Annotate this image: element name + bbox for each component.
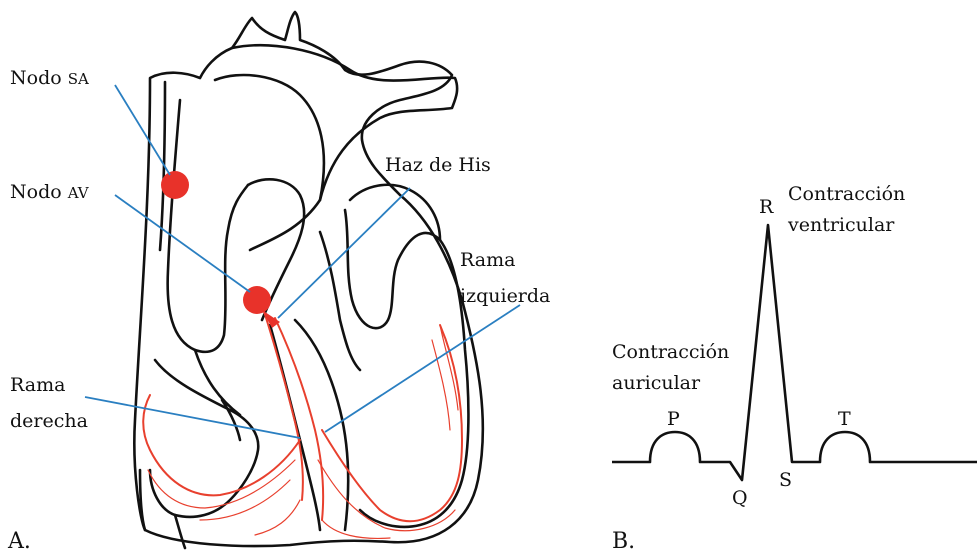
- label-rama-izquierda-1: Rama: [460, 249, 515, 271]
- label-wave-t: T: [838, 408, 851, 430]
- right-branch-network: [143, 395, 300, 495]
- label-contraccion-auricular-1: Contracción: [612, 341, 729, 363]
- right-branch-network-2: [148, 460, 295, 508]
- label-wave-r: R: [759, 196, 774, 218]
- label-rama-derecha-1: Rama: [10, 374, 65, 396]
- right-ventricle: [150, 360, 258, 517]
- label-contraccion-auricular-2: auricular: [612, 372, 701, 394]
- label-rama-izquierda-2: izquierda: [460, 285, 550, 307]
- label-haz-de-his: Haz de His: [385, 154, 491, 176]
- label-nodo-sa: Nodo SA: [10, 67, 89, 89]
- heart-illustration: [134, 12, 483, 548]
- right-branch-network-3: [200, 480, 290, 520]
- label-rama-derecha-2: derecha: [10, 410, 88, 432]
- label-contraccion-ventricular-2: ventricular: [787, 214, 895, 236]
- label-wave-q: Q: [732, 487, 748, 509]
- panel-b-label: B.: [612, 529, 635, 554]
- label-wave-s: S: [779, 469, 792, 491]
- leader-rama-izquierda: [325, 305, 520, 432]
- label-contraccion-ventricular-1: Contracción: [788, 183, 905, 205]
- heart-outer-wall: [134, 12, 483, 546]
- leader-rama-derecha: [85, 397, 300, 438]
- mitral-valve: [320, 232, 360, 370]
- label-wave-p: P: [667, 408, 680, 430]
- sa-node: [161, 171, 189, 199]
- panel-a-label: A.: [7, 529, 31, 554]
- leader-av: [115, 195, 250, 292]
- label-nodo-av: Nodo AV: [10, 181, 90, 203]
- purkinje-fibers: [143, 305, 462, 538]
- left-branch-network-3: [432, 325, 458, 430]
- leader-sa: [115, 85, 170, 175]
- pulmonary-trunk: [215, 75, 324, 250]
- right-atrium: [168, 100, 248, 352]
- leader-his: [278, 188, 410, 318]
